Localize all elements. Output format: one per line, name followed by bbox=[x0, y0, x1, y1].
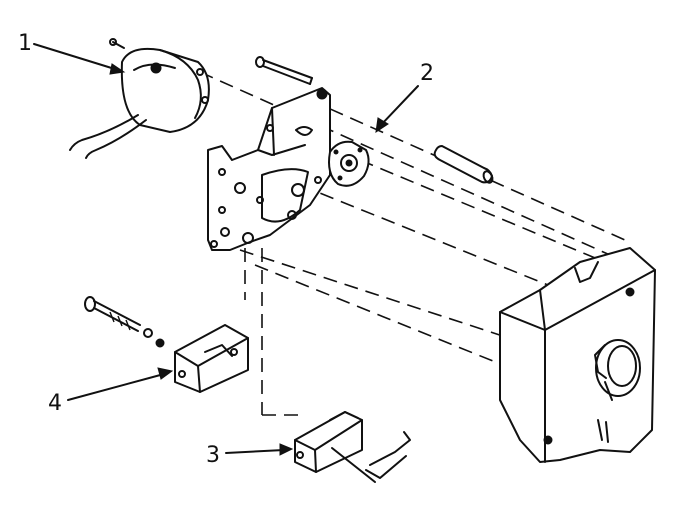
callout-label-1: 1 bbox=[18, 31, 32, 56]
callout-3: 3 bbox=[206, 443, 294, 468]
callout-2: 2 bbox=[375, 61, 434, 134]
switch-lower bbox=[294, 411, 411, 483]
shaft-pin bbox=[433, 145, 494, 184]
assembly-guide-lines bbox=[199, 71, 626, 416]
callout-label-2: 2 bbox=[420, 61, 434, 86]
callout-label-4: 4 bbox=[48, 391, 62, 416]
cam-gear bbox=[328, 140, 370, 187]
callout-label-3: 3 bbox=[206, 443, 220, 468]
timer-housing bbox=[499, 247, 656, 463]
mounting-screw-top bbox=[255, 56, 313, 85]
callout-1: 1 bbox=[18, 31, 126, 75]
timer-motor bbox=[69, 38, 210, 159]
callout-4: 4 bbox=[48, 367, 174, 416]
switch-upper bbox=[84, 296, 249, 393]
mounting-bracket bbox=[207, 87, 331, 251]
